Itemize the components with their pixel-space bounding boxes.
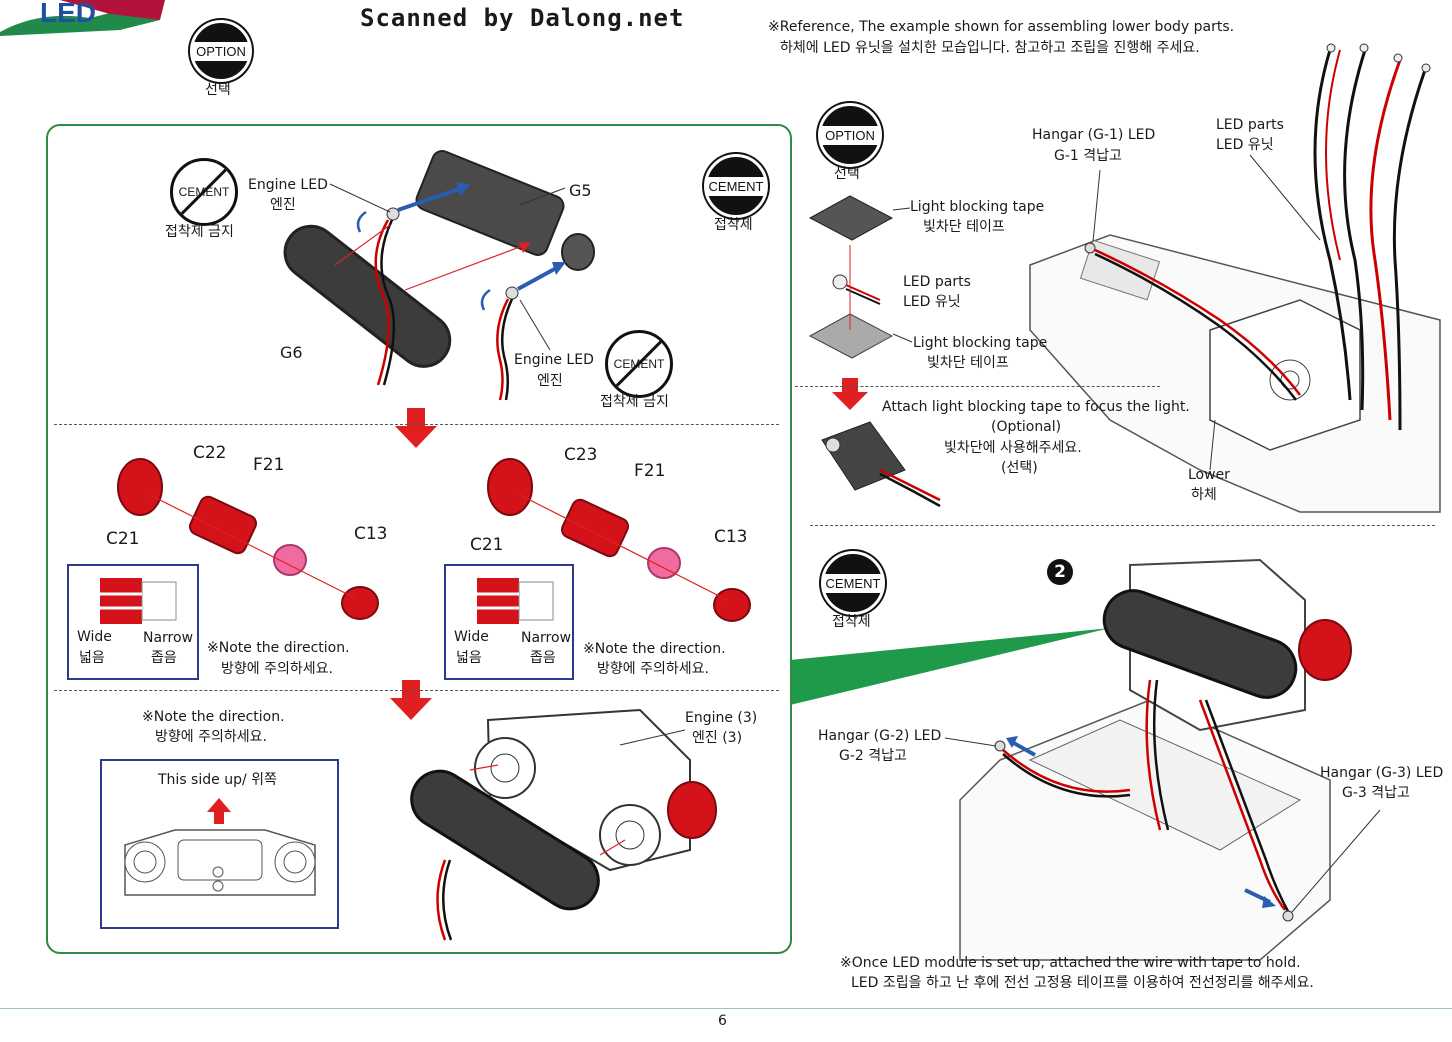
part-c21-label-2: C21 <box>470 535 504 555</box>
tape-label-1: Light blocking tape <box>910 199 1045 215</box>
scanner-credit: Scanned by Dalong.net <box>360 4 685 32</box>
separator-right-2 <box>810 525 1435 526</box>
attach-optional-ko: (선택) <box>1001 460 1038 476</box>
part-g6-label: G6 <box>280 343 303 362</box>
wide-label-2: Wide <box>454 629 489 645</box>
note-direction-ko-2: 방향에 주의하세요. <box>597 661 709 677</box>
tape-ko-2: 빛차단 테이프 <box>927 355 1009 371</box>
option-badge-right: OPTION <box>818 103 882 167</box>
left-instruction-frame <box>46 124 792 954</box>
engine3-label: Engine (3) <box>685 710 758 726</box>
wide-ko-1: 넓음 <box>79 650 105 666</box>
engine-led-label-1: Engine LED <box>248 177 328 193</box>
no-cement-icon-label: CEMENT <box>178 185 230 199</box>
attach-optional: (Optional) <box>991 419 1062 435</box>
tape-illustration <box>808 195 941 508</box>
cement-badge-step2: CEMENT <box>821 551 885 615</box>
hangar-g3-label: Hangar (G-3) LED <box>1320 765 1444 781</box>
direction-box-1 <box>67 564 199 680</box>
attach-tape-ko: 빛차단에 사용해주세요. <box>944 440 1082 456</box>
narrow-label-1: Narrow <box>143 630 194 646</box>
lower-hull-bottom <box>944 558 1381 961</box>
cement-ko-step2: 접착제 <box>832 614 871 630</box>
engine-led-ko-1: 엔진 <box>270 197 296 213</box>
note-direction-en-2: ※Note the direction. <box>583 641 726 657</box>
lower-label: Lower <box>1188 467 1230 483</box>
tape-ko-1: 빛차단 테이프 <box>923 219 1005 235</box>
no-cement-ko: 접착제 금지 <box>165 224 234 240</box>
hangar-g2-ko: G-2 격납고 <box>839 748 907 764</box>
page-bottom-rule <box>0 1008 1452 1009</box>
led-parts-ko-2: LED 유닛 <box>903 294 961 310</box>
no-cement-icon: CEMENT <box>170 158 238 226</box>
hangar-g1-ko: G-1 격납고 <box>1054 148 1122 164</box>
led-parts-label: LED parts <box>1216 117 1284 133</box>
page-number: 6 <box>718 1013 727 1029</box>
wide-ko-2: 넓음 <box>456 650 482 666</box>
led-parts-label-2: LED parts <box>903 274 971 290</box>
option-badge-label: OPTION <box>193 41 249 61</box>
separator-right-1 <box>795 386 1160 387</box>
note-direction-en-1: ※Note the direction. <box>207 640 350 656</box>
led-parts-ko: LED 유닛 <box>1216 137 1274 153</box>
cement-badge-step1: CEMENT <box>704 154 768 218</box>
lower-ko: 하체 <box>1191 487 1217 503</box>
narrow-ko-1: 좁음 <box>151 650 177 666</box>
engine3-ko: 엔진 (3) <box>692 730 743 746</box>
direction-box-2 <box>444 564 574 680</box>
hangar-g1-label: Hangar (G-1) LED <box>1032 127 1156 143</box>
attach-tape-note: Attach light blocking tape to focus the … <box>882 399 1190 415</box>
part-g5-label: G5 <box>569 181 592 200</box>
option-badge-ko: 선택 <box>205 82 231 98</box>
side-up-label: This side up/ 위쪽 <box>158 772 277 788</box>
note-direction-ko-1: 방향에 주의하세요. <box>221 661 333 677</box>
note-direction-ko-3: 방향에 주의하세요. <box>155 729 267 745</box>
tape-label-2: Light blocking tape <box>913 335 1048 351</box>
part-c21-label: C21 <box>106 529 140 549</box>
engine-led-ko-2: 엔진 <box>537 373 563 389</box>
step3-engine-assembly <box>124 708 717 941</box>
zoom-connector <box>790 628 1110 705</box>
cement-badge-step1-label: CEMENT <box>707 176 765 196</box>
note-direction-en-3: ※Note the direction. <box>142 709 285 725</box>
option-ko-right: 선택 <box>834 166 860 182</box>
engine-led-label-2: Engine LED <box>514 352 594 368</box>
no-cement-icon-2-label: CEMENT <box>613 357 665 371</box>
cement-badge-step2-label: CEMENT <box>824 573 882 593</box>
lower-hull-top <box>1029 43 1441 513</box>
footer-note-ko: LED 조립을 하고 난 후에 전선 고정용 테이프를 이용하여 전선정리를 해… <box>851 975 1314 991</box>
footer-note-en: ※Once LED module is set up, attached the… <box>840 955 1301 971</box>
part-c22-label: C22 <box>193 443 227 463</box>
option-badge: OPTION <box>190 20 252 82</box>
narrow-label-2: Narrow <box>521 630 572 646</box>
part-f21-label-2: F21 <box>634 461 666 481</box>
separator-2 <box>54 690 779 691</box>
part-f21-label: F21 <box>253 455 285 475</box>
step1-engine-illustration <box>283 150 595 401</box>
wide-label-1: Wide <box>77 629 112 645</box>
no-cement-icon-2: CEMENT <box>605 330 673 398</box>
narrow-ko-2: 좁음 <box>530 650 556 666</box>
step-number-2: 2 <box>1047 559 1073 585</box>
hangar-g3-ko: G-3 격납고 <box>1342 785 1410 801</box>
reference-note-ko: 하체에 LED 유닛을 설치한 모습입니다. 참고하고 조립을 진행해 주세요. <box>780 40 1200 56</box>
reference-note-en: ※Reference, The example shown for assemb… <box>768 19 1235 35</box>
separator-1 <box>54 424 779 425</box>
part-c23-label: C23 <box>564 445 598 465</box>
step2-parts-illustration <box>100 458 751 624</box>
cement-ko-step1: 접착제 <box>714 217 753 233</box>
logo-text: LED <box>40 0 96 28</box>
part-c13-label-2: C13 <box>714 527 748 547</box>
led-logo <box>0 0 165 36</box>
option-badge-right-label: OPTION <box>821 125 879 145</box>
hangar-g2-label: Hangar (G-2) LED <box>818 728 942 744</box>
part-c13-label: C13 <box>354 524 388 544</box>
side-up-box <box>100 759 339 929</box>
no-cement-ko-2: 접착제 금지 <box>600 394 669 410</box>
